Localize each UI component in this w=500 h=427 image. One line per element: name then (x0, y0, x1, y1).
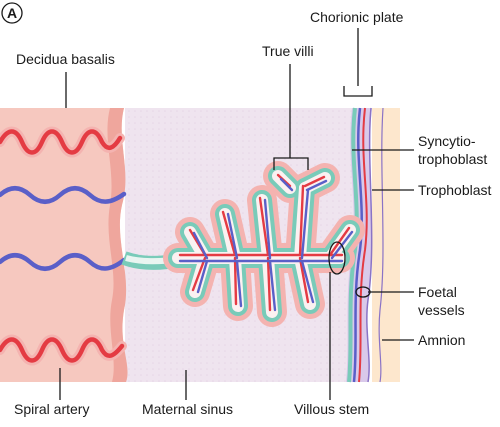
label-foetal-vessels-1: Foetal (418, 284, 457, 300)
label-true-villi: True villi (262, 43, 314, 59)
label-spiral-artery: Spiral artery (14, 401, 89, 417)
label-maternal-sinus: Maternal sinus (142, 401, 233, 417)
amnion-region (372, 108, 400, 382)
label-foetal-vessels-2: vessels (418, 302, 465, 318)
panel-badge (1, 2, 23, 24)
decidua-basalis-region (0, 108, 128, 382)
label-decidua-basalis: Decidua basalis (16, 51, 115, 67)
panel-letter: A (7, 5, 17, 21)
label-syncytiotrophoblast-1: Syncytio- (418, 133, 476, 149)
spiral-arteries (0, 126, 127, 366)
label-villous-stem: Villous stem (294, 401, 369, 417)
spiral-vein-1 (0, 186, 127, 204)
label-amnion: Amnion (418, 332, 465, 348)
label-chorionic-plate: Chorionic plate (310, 9, 404, 25)
villous-tree (163, 161, 365, 327)
label-syncytiotrophoblast-2: trophoblast (418, 151, 487, 167)
leader-lines (59, 28, 414, 400)
label-trophoblast: Trophoblast (418, 182, 492, 198)
spiral-vein-2 (0, 253, 127, 271)
